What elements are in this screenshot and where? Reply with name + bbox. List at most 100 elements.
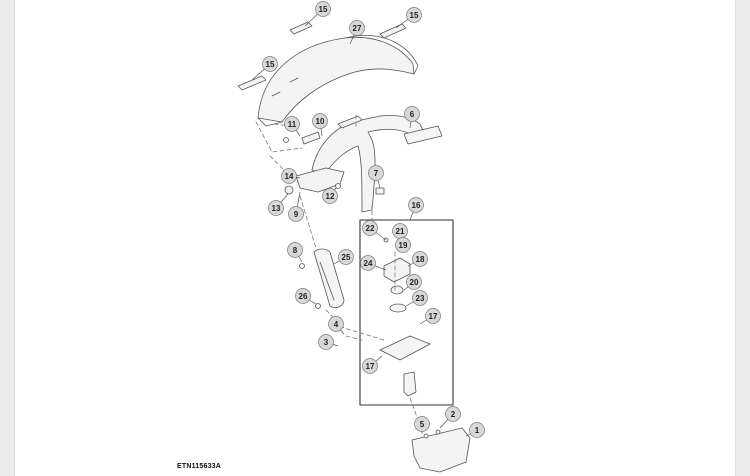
callout-13: 13 [268, 193, 289, 216]
callout-19: 19 [395, 237, 411, 253]
callout-bubble [408, 197, 424, 213]
callout-15: 15 [304, 1, 331, 27]
callout-bubble [412, 251, 428, 267]
callout-24: 24 [360, 255, 387, 271]
callout-bubble [318, 334, 334, 350]
callout-number: 18 [416, 255, 425, 264]
callout-bubble [406, 7, 422, 23]
callout-12: 12 [322, 187, 338, 204]
right-margin-strip [735, 0, 750, 476]
callout-number: 24 [364, 259, 373, 268]
callout-bubble [362, 358, 378, 374]
callout-6: 6 [404, 106, 420, 129]
callout-bubble [288, 206, 304, 222]
callout-number: 9 [294, 210, 299, 219]
callout-bubble [315, 1, 331, 17]
callout-10: 10 [312, 113, 328, 137]
callout-number: 15 [410, 11, 419, 20]
pedal-bracket-part [411, 427, 471, 473]
callout-number: 22 [366, 224, 375, 233]
callout-14: 14 [281, 168, 301, 184]
callout-number: 4 [334, 320, 339, 329]
mounting-bracket-part [283, 131, 385, 195]
callout-20: 20 [403, 274, 422, 291]
callout-bubble [349, 20, 365, 36]
callout-number: 26 [299, 292, 308, 301]
callout-number: 12 [326, 192, 335, 201]
callout-3: 3 [318, 334, 339, 350]
callout-number: 7 [374, 169, 379, 178]
callout-number: 20 [410, 278, 419, 287]
callout-26: 26 [295, 288, 317, 305]
callout-number: 2 [451, 410, 456, 419]
callout-bubble [295, 288, 311, 304]
callout-15: 15 [251, 56, 278, 81]
callout-number: 5 [420, 420, 425, 429]
callout-number: 15 [319, 5, 328, 14]
callout-8: 8 [287, 242, 303, 263]
callout-number: 23 [416, 294, 425, 303]
callout-18: 18 [407, 251, 428, 267]
callout-number: 8 [293, 246, 298, 255]
callout-bubble [412, 290, 428, 306]
callout-number: 15 [266, 60, 275, 69]
callout-bubble [395, 237, 411, 253]
step-part [299, 248, 345, 309]
callout-number: 17 [366, 362, 375, 371]
callout-bubble [360, 255, 376, 271]
callout-number: 10 [316, 117, 325, 126]
callout-5: 5 [414, 416, 430, 434]
support-frame-part [311, 115, 443, 213]
callout-bubble [469, 422, 485, 438]
callout-number: 27 [353, 24, 362, 33]
callout-bubble [338, 249, 354, 265]
callout-17: 17 [362, 355, 383, 374]
callout-1: 1 [465, 422, 485, 438]
callout-number: 19 [399, 241, 408, 250]
callout-bubble [281, 168, 297, 184]
callout-number: 13 [272, 204, 281, 213]
callout-23: 23 [405, 290, 428, 307]
callout-11: 11 [284, 116, 301, 137]
callout-bubble [284, 116, 300, 132]
callout-bubble [414, 416, 430, 432]
callout-number: 25 [342, 253, 351, 262]
callout-2: 2 [439, 406, 461, 429]
callout-number: 1 [475, 426, 480, 435]
callout-number: 6 [410, 110, 415, 119]
callout-17: 17 [419, 308, 441, 325]
callout-bubble [406, 274, 422, 290]
callout-number: 3 [324, 338, 329, 347]
callout-7: 7 [368, 165, 384, 189]
callout-21: 21 [392, 223, 408, 239]
left-margin-strip [0, 0, 15, 476]
callout-bubble [404, 106, 420, 122]
callout-bubble [268, 200, 284, 216]
callout-number: 14 [285, 172, 294, 181]
callout-number: 17 [429, 312, 438, 321]
callout-bubble [287, 242, 303, 258]
callout-bubble [425, 308, 441, 324]
callout-bubble [328, 316, 344, 332]
figure-id-label: ETN115633A [177, 463, 222, 470]
callout-number: 11 [288, 120, 297, 129]
callout-27: 27 [349, 20, 365, 45]
callout-bubble [445, 406, 461, 422]
callout-bubble [262, 56, 278, 72]
callout-bubble [312, 113, 328, 129]
callout-16: 16 [408, 197, 424, 221]
callout-9: 9 [288, 191, 304, 222]
fender-part [257, 34, 419, 127]
callout-number: 21 [396, 227, 405, 236]
callout-number: 16 [412, 201, 421, 210]
callout-bubble [368, 165, 384, 181]
callout-25: 25 [333, 249, 354, 265]
callout-15: 15 [395, 7, 422, 29]
callout-4: 4 [328, 316, 345, 335]
callout-bubble [362, 220, 378, 236]
callout-22: 22 [362, 220, 387, 241]
callout-bubble [322, 188, 338, 204]
